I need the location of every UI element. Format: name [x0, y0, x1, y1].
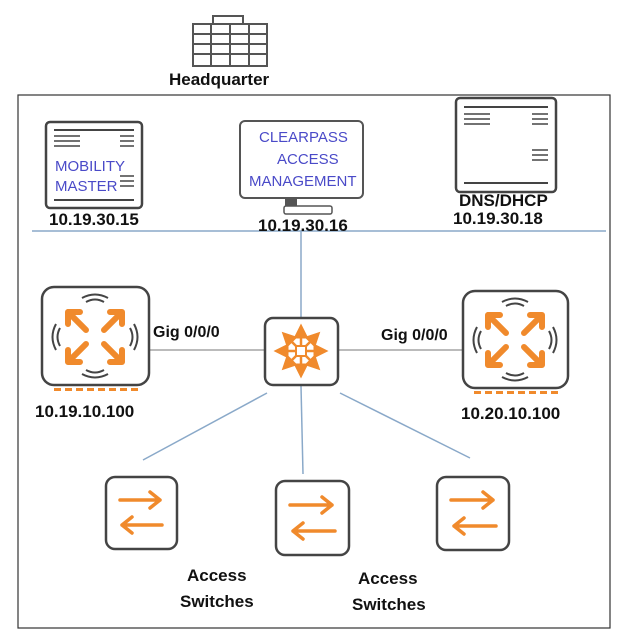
clearpass-label-line1: CLEARPASS: [259, 129, 348, 146]
left-link-label: Gig 0/0/0: [153, 324, 220, 341]
controller-icon: [40, 285, 151, 391]
access-link-right: [339, 392, 471, 459]
mobility-master-label-line2: MASTER: [55, 178, 118, 195]
headquarter-boundary: [17, 94, 611, 629]
building-icon: [192, 15, 268, 67]
mobility-master-label-line1: MOBILITY: [55, 158, 126, 175]
access-link-left: [142, 392, 268, 461]
controller-icon: [461, 289, 570, 394]
clearpass-label-line3: MANAGEMENT: [249, 173, 357, 190]
right-link-label: Gig 0/0/0: [381, 327, 448, 344]
server-icon: [44, 120, 144, 210]
monitor-icon: [239, 120, 364, 215]
dns-dhcp-ip: 10.19.30.18: [453, 209, 543, 228]
dns-dhcp-label: DNS/DHCP: [459, 191, 548, 210]
access-link-middle: [300, 385, 304, 475]
access-switches-label-a-line2: Switches: [180, 592, 254, 611]
access-switches-label-b-line2: Switches: [352, 595, 426, 614]
switch-icon: [435, 475, 511, 552]
core-router-icon: [263, 316, 340, 387]
switch-icon: [274, 479, 351, 557]
headquarter-label: Headquarter: [169, 70, 270, 89]
access-switches-label-b-line1: Access: [358, 569, 418, 588]
server-icon: [454, 96, 558, 194]
access-switches-label-a-line1: Access: [187, 566, 247, 585]
switch-icon: [104, 475, 179, 551]
mobility-master-ip: 10.19.30.15: [49, 210, 139, 229]
clearpass-ip: 10.19.30.16: [258, 216, 348, 235]
clearpass-label-line2: ACCESS: [277, 151, 339, 168]
right-controller-ip: 10.20.10.100: [461, 404, 561, 423]
left-controller-ip: 10.19.10.100: [35, 402, 135, 421]
